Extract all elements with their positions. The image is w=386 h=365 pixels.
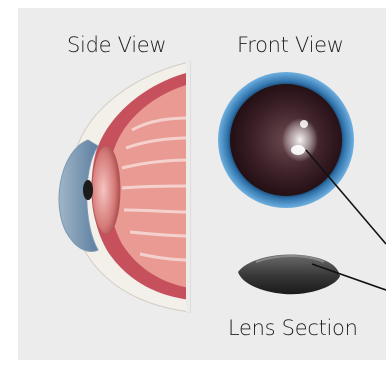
lens-shape <box>238 254 340 294</box>
side-view-eye <box>59 62 190 312</box>
lens-section-label: Lens Section <box>228 316 358 340</box>
lens-section <box>238 254 340 294</box>
iris <box>83 180 93 200</box>
front-view-label: Front View <box>237 33 344 57</box>
side-view-label: Side View <box>67 33 166 57</box>
opacity-core <box>291 145 305 155</box>
cut-edge <box>186 62 190 312</box>
front-view-eye <box>218 72 354 208</box>
cataract-opacity <box>282 118 318 162</box>
highlight-dot <box>300 120 308 128</box>
crystalline-lens <box>92 146 120 234</box>
